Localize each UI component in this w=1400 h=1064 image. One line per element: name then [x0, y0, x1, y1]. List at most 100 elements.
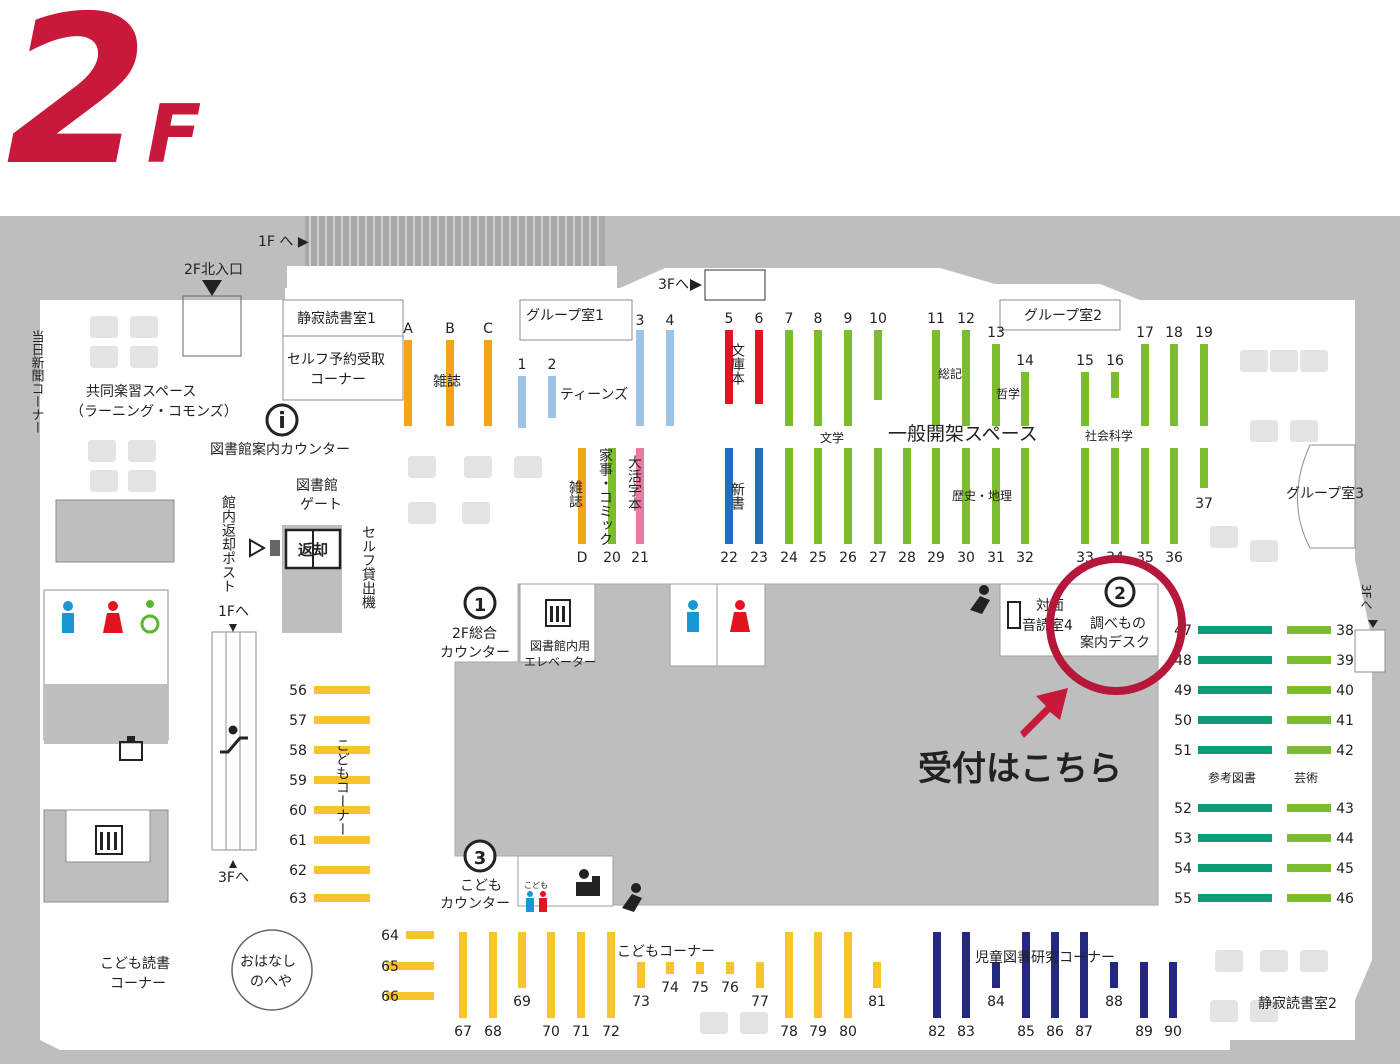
label-kids-corner-vertical: こどもコーナー	[334, 738, 350, 836]
svg-text:2: 2	[1114, 584, 1126, 604]
shelf-38	[1287, 626, 1331, 634]
shelf-36	[1170, 448, 1178, 544]
furniture-table-16	[1250, 420, 1278, 442]
shelf-21	[636, 448, 644, 544]
left-room-block	[55, 499, 175, 563]
shelf-number-81: 81	[868, 994, 886, 1010]
circle-1-icon: 1	[463, 586, 497, 620]
shelf-number-29: 29	[927, 550, 945, 566]
label-reference: 参考図書	[1208, 770, 1256, 785]
label-research-desk2: 案内デスク	[1080, 634, 1150, 651]
shelf-4	[666, 330, 674, 426]
label-kids-toilet: こども	[524, 881, 548, 890]
shelf-40	[1287, 686, 1331, 694]
shelf-82	[933, 932, 941, 1018]
elevator-area	[519, 583, 596, 663]
label-bunko: 文庫本	[729, 343, 745, 385]
shelf-number-49: 49	[1174, 683, 1192, 699]
floor-label: 2F	[6, 0, 202, 195]
shelf-number-87: 87	[1075, 1024, 1093, 1040]
shelf-31	[992, 448, 1000, 544]
arrow-down-icon-1f	[229, 624, 237, 632]
shelf-number-45: 45	[1336, 861, 1354, 877]
label-kids-counter: こども	[460, 878, 502, 894]
shelf-90	[1169, 962, 1177, 1018]
shelf-59	[314, 776, 370, 784]
shelf-24	[785, 448, 793, 544]
shelf-46	[1287, 894, 1331, 902]
shelf-number-36: 36	[1165, 550, 1183, 566]
shelf-78	[785, 932, 793, 1018]
shelf-11	[932, 330, 940, 426]
circle-2-icon: 2	[1104, 576, 1136, 608]
shelf-65	[386, 962, 434, 970]
self-reserve-box	[282, 335, 404, 401]
shelf-number-15: 15	[1076, 353, 1094, 369]
label-general: 総記	[938, 366, 962, 381]
shelf-number-6: 6	[755, 311, 764, 327]
shelf-number-9: 9	[844, 311, 853, 327]
furniture-table-19	[1250, 540, 1278, 562]
label-north-entrance: 2F北入口	[184, 262, 243, 278]
svg-text:3: 3	[474, 848, 487, 869]
label-staff-elevator2: エレベーター	[524, 655, 596, 669]
stair-hatch-lines	[309, 216, 599, 266]
furniture-table-21	[1260, 950, 1288, 972]
shelf-number-78: 78	[780, 1024, 798, 1040]
shelf-number-69: 69	[513, 994, 531, 1010]
shelf-58	[314, 746, 370, 754]
floor-unit: F	[146, 88, 202, 181]
shelf-86	[1051, 932, 1059, 1018]
shelf-81	[873, 962, 881, 988]
accessible-toilet-icon	[140, 600, 160, 634]
label-quiet-room1: 静寂読書室1	[297, 310, 376, 327]
shelf-44	[1287, 834, 1331, 842]
shelf-26	[844, 448, 852, 544]
shelf-number-46: 46	[1336, 891, 1354, 907]
shelf-number-10: 10	[869, 311, 887, 327]
shelf-number-64: 64	[381, 928, 399, 944]
label-juvenile-research: 児童図書研究コーナー	[975, 949, 1115, 966]
label-story-room2: のへや	[250, 974, 292, 990]
shelf-57	[314, 716, 370, 724]
shelf-69	[518, 932, 526, 988]
label-learning-commons: （ラーニング・コモンズ）	[70, 404, 238, 420]
shelf-30	[962, 448, 970, 544]
shelf-number-52: 52	[1174, 801, 1192, 817]
shelf-39	[1287, 656, 1331, 664]
label-to-3f-right: 3Fへ	[1359, 584, 1373, 611]
shelf-56	[314, 686, 370, 694]
male-toilet-icon-left	[62, 601, 74, 633]
label-self-reserve2: コーナー	[310, 372, 366, 388]
furniture-table-20	[1215, 950, 1243, 972]
shelf-number-7: 7	[785, 311, 794, 327]
shelf-number-19: 19	[1195, 325, 1213, 341]
label-info-counter: 図書館案内カウンター	[210, 441, 350, 458]
arrow-down-icon-3f-right	[1368, 620, 1378, 628]
furniture-table-22	[1300, 950, 1328, 972]
shelf-20	[608, 448, 616, 544]
label-kids-reading2: コーナー	[110, 976, 166, 992]
label-literature: 文学	[820, 430, 844, 445]
shelf-6	[755, 330, 763, 404]
label-group-room1: グループ室1	[526, 307, 604, 324]
label-arts: 芸術	[1294, 771, 1318, 785]
shelf-number-D: D	[577, 550, 588, 566]
furniture-table-6	[90, 470, 118, 492]
group-room3-arc	[1297, 444, 1356, 549]
shelf-number-43: 43	[1336, 801, 1354, 817]
shelf-51	[1198, 746, 1272, 754]
return-book-icon: 返却	[284, 528, 342, 570]
label-social-science: 社会科学	[1085, 428, 1133, 443]
shelf-number-79: 79	[809, 1024, 827, 1040]
furniture-table-17	[1290, 420, 1318, 442]
shelf-number-42: 42	[1336, 743, 1354, 759]
shelf-number-44: 44	[1336, 831, 1354, 847]
furniture-table-5	[128, 440, 156, 462]
label-counter-2f: 2F総合	[452, 626, 497, 642]
shelf-number-11: 11	[927, 311, 945, 327]
shelf-number-53: 53	[1174, 831, 1192, 847]
shelf-84	[992, 962, 1000, 988]
shelf-13	[992, 344, 1000, 426]
label-return-post: 館内返却ポスト	[220, 494, 236, 593]
